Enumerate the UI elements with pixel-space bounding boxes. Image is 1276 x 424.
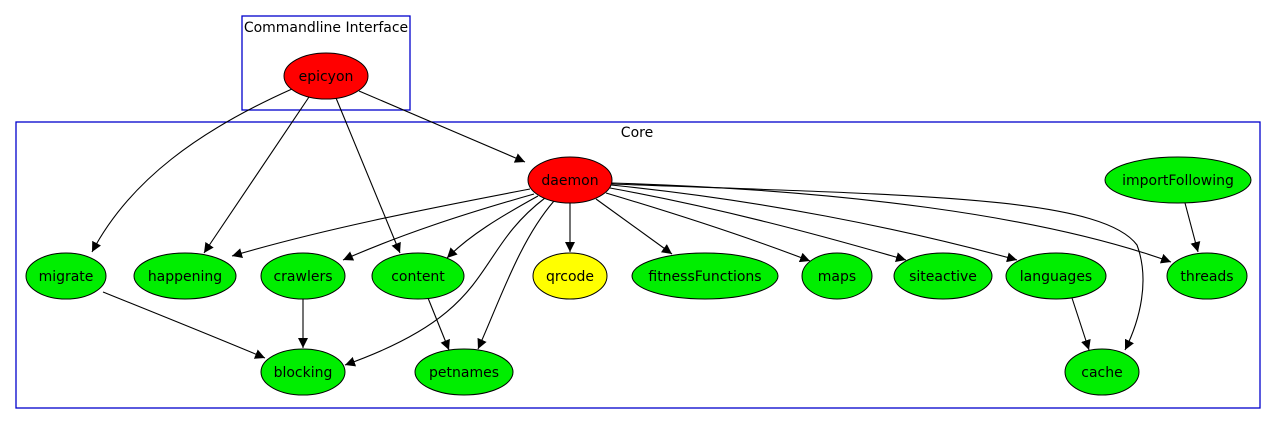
node-importFollowing: importFollowing — [1104, 156, 1252, 204]
node-happening-label: happening — [148, 269, 222, 285]
edge-epicyon-to-daemon — [358, 90, 526, 163]
node-qrcode-shape — [532, 252, 608, 300]
node-happening-shape — [133, 252, 237, 300]
node-languages: languages — [1005, 252, 1107, 300]
node-siteactive: siteactive — [893, 252, 993, 300]
node-migrate-shape — [25, 252, 107, 300]
node-importFollowing-label: importFollowing — [1122, 173, 1234, 189]
edges — [91, 88, 1201, 367]
edge-migrate-to-blocking — [102, 291, 266, 359]
edge-daemon-to-siteactive — [609, 187, 907, 263]
edge-daemon-to-fitnessFunctions — [595, 198, 673, 255]
node-crawlers-shape — [260, 252, 346, 300]
node-crawlers: crawlers — [260, 252, 346, 300]
node-threads-label: threads — [1180, 269, 1233, 285]
node-siteactive-shape — [893, 252, 993, 300]
cluster-core-border — [15, 121, 1261, 409]
node-languages-label: languages — [1020, 269, 1092, 285]
cluster-core: Core — [15, 121, 1261, 409]
node-content-shape — [371, 252, 465, 300]
node-maps-shape — [801, 252, 873, 300]
edge-daemon-to-crawlers — [342, 193, 535, 261]
edge-epicyon-to-migrate — [91, 88, 293, 253]
node-migrate-label: migrate — [39, 269, 94, 285]
node-maps-label: maps — [818, 269, 856, 285]
node-blocking-label: blocking — [274, 365, 333, 381]
edge-daemon-to-content — [446, 195, 539, 259]
edge-daemon-to-cache — [611, 183, 1144, 351]
edge-daemon-to-languages — [610, 184, 1018, 263]
edge-daemon-to-blocking — [344, 197, 546, 367]
node-migrate: migrate — [25, 252, 107, 300]
node-daemon: daemon — [527, 156, 613, 204]
node-fitnessFunctions-label: fitnessFunctions — [648, 269, 761, 285]
node-languages-shape — [1005, 252, 1107, 300]
cluster-cli-label: Commandline Interface — [244, 20, 408, 36]
node-happening: happening — [133, 252, 237, 300]
node-fitnessFunctions: fitnessFunctions — [631, 252, 779, 300]
node-siteactive-label: siteactive — [909, 269, 977, 285]
cluster-cli: Commandline Interface — [241, 15, 411, 111]
node-petnames: petnames — [414, 348, 514, 396]
node-epicyon: epicyon — [283, 52, 369, 100]
cluster-cli-border — [241, 15, 411, 111]
nodes: epicyon daemon importFollowing migrate happe… — [25, 52, 1252, 396]
node-daemon-label: daemon — [541, 173, 598, 189]
node-qrcode-label: qrcode — [546, 269, 594, 285]
node-daemon-shape — [527, 156, 613, 204]
node-importFollowing-shape — [1104, 156, 1252, 204]
node-cache-shape — [1064, 348, 1140, 396]
node-content: content — [371, 252, 465, 300]
node-blocking-shape — [260, 348, 346, 396]
node-crawlers-label: crawlers — [273, 269, 332, 285]
node-petnames-label: petnames — [429, 365, 499, 381]
node-fitnessFunctions-shape — [631, 252, 779, 300]
edge-epicyon-to-content — [335, 97, 401, 254]
edge-daemon-to-happening — [231, 188, 531, 258]
node-threads: threads — [1166, 252, 1248, 300]
node-epicyon-shape — [283, 52, 369, 100]
edge-content-to-petnames — [427, 297, 450, 351]
edge-daemon-to-maps — [605, 192, 811, 263]
node-cache: cache — [1064, 348, 1140, 396]
edge-daemon-to-petnames — [477, 200, 555, 350]
node-content-label: content — [391, 269, 445, 285]
node-maps: maps — [801, 252, 873, 300]
node-blocking: blocking — [260, 348, 346, 396]
node-epicyon-label: epicyon — [299, 69, 354, 85]
edge-languages-to-cache — [1071, 297, 1091, 351]
edge-epicyon-to-happening — [203, 96, 310, 254]
node-threads-shape — [1166, 252, 1248, 300]
node-petnames-shape — [414, 348, 514, 396]
node-cache-label: cache — [1081, 365, 1122, 381]
edge-importFollowing-to-threads — [1184, 202, 1201, 253]
cluster-core-label: Core — [621, 125, 653, 141]
node-qrcode: qrcode — [532, 252, 608, 300]
